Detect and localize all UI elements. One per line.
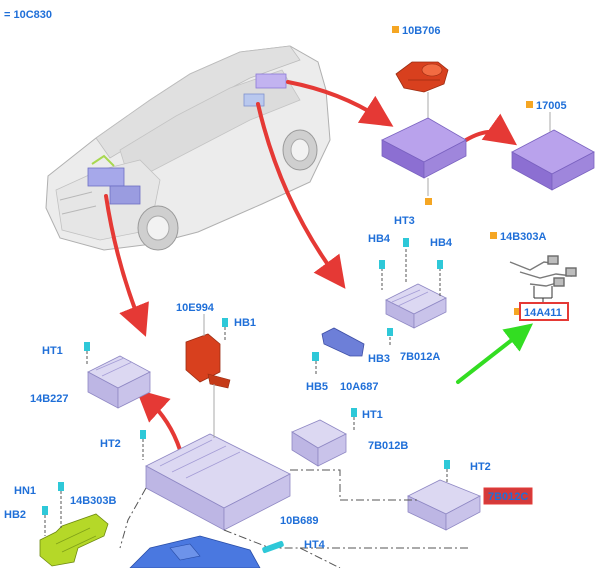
callout-14b227: 14B227 [30,393,69,405]
callout-14b303a: 14B303A [500,231,547,243]
bracket-10a687 [312,327,365,374]
callout-hb4-right: HB4 [430,237,453,249]
callout-10b689: 10B689 [280,515,319,527]
callout-ht2-right: HT2 [470,461,491,473]
arrow-to-module-top [286,80,394,127]
module-10e994 [185,314,231,420]
callout-7b012c: 7B012C [488,491,528,503]
base-assembly-10b689 [145,420,291,531]
header-label: = 10C830 [4,9,52,21]
module-7b012b [291,419,347,467]
marker-square [526,101,533,108]
callout-ht2-left: HT2 [100,438,121,450]
fastener-hb1 [222,318,228,340]
callout-10b706: 10B706 [402,25,441,37]
dashed-leaders [119,469,470,568]
callout-ht1-left: HT1 [42,345,63,357]
callout-ht4: HT4 [304,539,326,551]
harness-10b706 [395,61,449,124]
marker-square [425,198,432,205]
callout-10e994: 10E994 [176,302,215,314]
callout-hb2: HB2 [4,509,26,521]
fastener-ht1-right [351,408,357,432]
arrow-from-base [136,389,182,452]
fastener-ht2-right [444,460,450,484]
callout-14a411: 14A411 [524,307,562,319]
highlight-box [519,302,569,321]
marker-square [490,232,497,239]
callout-hn1: HN1 [14,485,36,497]
callout-7b012b: 7B012B [368,440,408,452]
module-17005 [511,112,595,191]
callout-14b303b: 14B303B [70,495,117,507]
fastener-ht1-left [84,342,90,366]
callout-7b012a: 7B012A [400,351,440,363]
bottom-part [129,535,261,568]
bracket-14b303b [39,513,109,567]
callout-hb3: HB3 [368,353,390,365]
callout-17005: 17005 [536,100,567,112]
fasteners-14b303b [42,482,64,536]
fasteners-7b012a [379,238,443,346]
arrow-to-module-17005 [464,113,518,146]
callout-ht1-right: HT1 [362,409,383,421]
module-10b706 [381,117,467,205]
highlight-box [483,487,533,505]
fastener-ht2-left [140,430,146,460]
cables-14b303a [509,255,577,304]
green-arrow [456,323,534,384]
vehicle-illustration [45,45,331,251]
module-7b012a [385,283,447,329]
callout-hb1: HB1 [234,317,256,329]
red-arrows [104,80,518,452]
arrow-to-14b227 [104,194,149,337]
callout-hb5: HB5 [306,381,328,393]
marker-square [392,26,399,33]
callout-ht3: HT3 [394,215,415,227]
module-14b227 [87,355,151,409]
module-7b012c [407,479,481,531]
arrow-to-7b012a [256,102,346,289]
fastener-ht4 [262,540,284,554]
callout-hb4-left: HB4 [368,233,391,245]
marker-square [514,308,521,315]
callout-10a687: 10A687 [340,381,379,393]
